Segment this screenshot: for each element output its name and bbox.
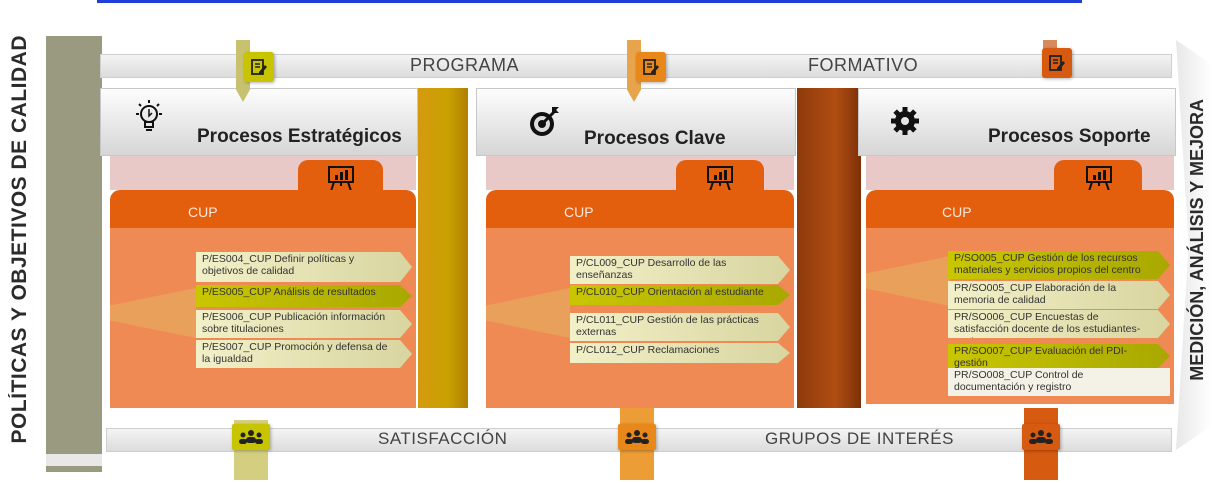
bottom-band-right: GRUPOS DE INTERÉS: [765, 429, 954, 448]
process-text: Gestión de los recursos materiales y ser…: [954, 252, 1141, 276]
process-item: PR/SO005_CUP Elaboración de la memoria d…: [948, 281, 1170, 309]
process-text: Gestión de las prácticas externas: [576, 314, 759, 338]
title-soporte: Procesos Soporte: [988, 126, 1151, 147]
process-code: PR/SO005_CUP: [954, 282, 1033, 294]
cup-label: CUP: [188, 204, 218, 220]
title-clave: Procesos Clave: [584, 128, 726, 149]
right-side-label: MEDICIÓN, ANÁLISIS Y MEJORA: [1180, 30, 1215, 450]
cup-bar: [486, 190, 794, 228]
document-edit-icon: [1042, 48, 1072, 78]
process-text: Elaboración de la memoria de calidad: [954, 282, 1117, 306]
document-edit-icon: [636, 52, 666, 82]
people-group-icon: [1022, 424, 1060, 450]
process-item: P/ES006_CUP Publicación información sobr…: [196, 310, 412, 338]
bottom-left-tab: [46, 454, 102, 466]
process-item: PR/SO008_CUP Control de documentación y …: [948, 368, 1170, 396]
title-estrategicos: Procesos Estratégicos: [197, 126, 402, 147]
separator-brown: [797, 88, 861, 408]
left-label-text: POLÍTICAS Y OBJETIVOS DE CALIDAD: [8, 34, 31, 444]
gear-icon: [890, 106, 920, 136]
process-code: P/CL009_CUP: [576, 257, 645, 269]
process-code: P/ES004_CUP: [202, 253, 272, 265]
process-code: PR/SO006_CUP: [954, 311, 1033, 323]
right-label-text: MEDICIÓN, ANÁLISIS Y MEJORA: [1187, 99, 1207, 381]
left-side-label: POLÍTICAS Y OBJETIVOS DE CALIDAD: [0, 8, 40, 470]
process-text: Evaluación del PDI-gestión: [954, 345, 1128, 369]
process-item: P/CL011_CUP Gestión de las prácticas ext…: [570, 313, 790, 341]
people-group-icon: [232, 424, 270, 450]
left-column-bar: [46, 36, 102, 472]
column-clave: Procesos Clave CUP P/CL009_CUP Desarroll…: [476, 88, 796, 408]
separator-gold: [418, 88, 468, 408]
process-code: P/ES006_CUP: [202, 311, 272, 323]
cup-label: CUP: [942, 204, 972, 220]
process-item: P/SO005_CUP Gestión de los recursos mate…: [948, 251, 1170, 279]
process-code: P/ES007_CUP: [202, 341, 272, 353]
process-code: P/SO005_CUP: [954, 252, 1025, 264]
header-clave: [476, 88, 796, 156]
process-text: Análisis de resultados: [273, 286, 376, 298]
presentation-board-icon: [1084, 164, 1114, 192]
process-item: PR/SO006_CUP Encuestas de satisfacción d…: [948, 310, 1170, 338]
lightbulb-icon: [132, 98, 166, 136]
presentation-board-icon: [326, 164, 356, 192]
process-text: Desarrollo de las enseñanzas: [576, 257, 727, 281]
target-icon: [526, 104, 562, 140]
process-item: P/ES004_CUP Definir políticas y objetivo…: [196, 252, 412, 282]
process-item: P/ES005_CUP Análisis de resultados: [196, 285, 412, 307]
process-text: Control de documentación y registro: [954, 369, 1084, 393]
top-band-right: FORMATIVO: [808, 55, 919, 75]
process-code: P/ES005_CUP: [202, 286, 272, 298]
process-code: PR/SO007_CUP: [954, 345, 1033, 357]
process-item: PR/SO007_CUP Evaluación del PDI-gestión: [948, 344, 1170, 368]
people-group-icon: [618, 424, 656, 450]
process-text: Reclamaciones: [647, 344, 720, 356]
process-text: Definir políticas y objetivos de calidad: [202, 253, 355, 277]
document-edit-icon: [244, 52, 274, 82]
cup-label: CUP: [564, 204, 594, 220]
process-item: P/CL010_CUP Orientación al estudiante: [570, 285, 790, 305]
process-text: Publicación información sobre titulacion…: [202, 311, 386, 335]
process-text: Promoción y defensa de la igualdad: [202, 341, 388, 365]
cup-bar: [110, 190, 416, 228]
presentation-board-icon: [705, 164, 735, 192]
process-code: P/CL012_CUP: [576, 344, 645, 356]
process-item: P/CL009_CUP Desarrollo de las enseñanzas: [570, 256, 790, 284]
process-item: P/ES007_CUP Promoción y defensa de la ig…: [196, 340, 412, 368]
top-band-left: PROGRAMA: [410, 55, 520, 75]
process-text: Orientación al estudiante: [647, 286, 764, 298]
process-code: P/CL010_CUP: [576, 286, 645, 298]
cup-bar: [866, 190, 1174, 228]
process-code: P/CL011_CUP: [576, 314, 644, 326]
column-estrategicos: Procesos Estratégicos CUP P/ES004_CUP De…: [100, 88, 418, 408]
bottom-band-left: SATISFACCIÓN: [378, 429, 508, 448]
top-rule: [97, 0, 1082, 3]
process-item: P/CL012_CUP Reclamaciones: [570, 343, 790, 363]
column-soporte: Procesos Soporte CUP P/SO005_CUP Gestión…: [858, 88, 1176, 408]
process-code: PR/SO008_CUP: [954, 369, 1033, 381]
